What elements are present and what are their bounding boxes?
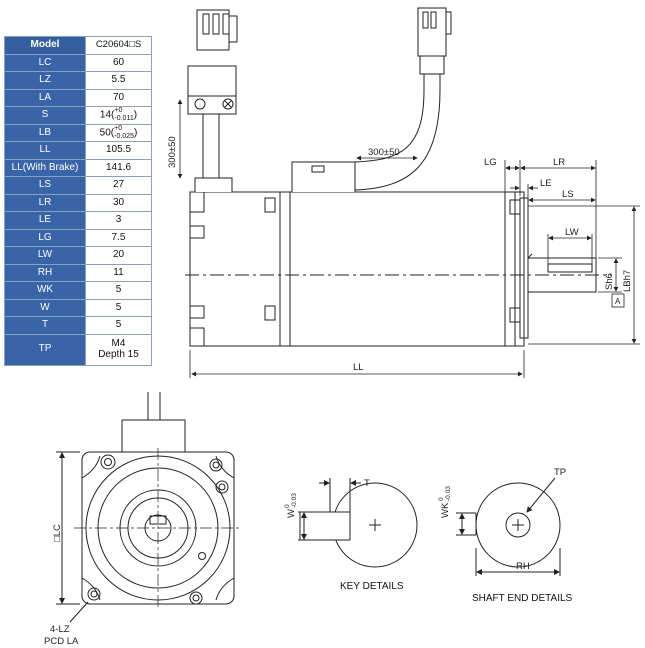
dim-LR: LR — [553, 157, 565, 168]
side-view-labels: LL 300±50 300±50 LG LR LE LS LW Sh6 LBh7… — [167, 136, 633, 373]
row-label: LW — [4, 246, 86, 265]
row-value-line1: M4 — [111, 338, 126, 349]
dim-LC: □LC — [52, 524, 63, 542]
key-dim-W: W 0 -0.03 — [284, 493, 298, 518]
tol-lower: -0.025 — [114, 132, 134, 140]
row-label: RH — [4, 263, 86, 282]
front-view — [56, 392, 242, 623]
shaft-WK-label: WK — [440, 502, 451, 518]
tol-upper: +0 — [114, 124, 123, 132]
label-PCD: PCD LA — [44, 636, 79, 647]
row-value-tolerance: 14(+0-0.011) — [85, 106, 152, 125]
key-dim-T: T — [364, 478, 370, 489]
row-label: LS — [4, 176, 86, 195]
table-row: S 14(+0-0.011) — [4, 106, 152, 125]
power-connector — [187, 9, 238, 178]
shaft-dim-TP: TP — [554, 467, 566, 478]
shaft-WK-tol-top: 0 — [438, 497, 445, 501]
row-label: S — [4, 106, 86, 125]
caption-shaft-end-details: SHAFT END DETAILS — [472, 593, 573, 604]
row-label: LZ — [4, 71, 86, 90]
row-value: 11 — [85, 263, 152, 282]
dim-LBh7: LBh7 — [622, 270, 633, 292]
row-label: LA — [4, 88, 86, 107]
side-view — [185, 7, 612, 347]
key-W-tol-top: 0 — [284, 504, 291, 508]
shaft-dim-WK: WK 0 -0.03 — [438, 486, 452, 518]
label-4-LZ: 4-LZ — [50, 624, 70, 635]
key-details-labels: T W 0 -0.03 KEY DETAILS — [284, 478, 404, 592]
datum-A: A — [615, 297, 621, 306]
key-details-view — [298, 478, 418, 568]
row-value: 20 — [85, 246, 152, 265]
row-value: 50 — [99, 127, 111, 139]
dim-LL: LL — [353, 362, 364, 373]
key-W-label: W — [286, 509, 297, 518]
row-label: LE — [4, 211, 86, 230]
dim-LW: LW — [565, 227, 579, 238]
table-header-model: C20604□S — [85, 36, 152, 55]
row-value: 141.6 — [85, 158, 152, 177]
row-value: 7.5 — [85, 228, 152, 247]
row-label: TP — [4, 333, 86, 366]
front-view-labels: □LC 4-LZ PCD LA — [44, 524, 79, 647]
dim-LG: LG — [484, 157, 497, 168]
row-value-tolerance: 50(+0-0.025) — [85, 123, 152, 142]
tolerance: +0-0.025 — [114, 125, 134, 141]
row-value: 27 — [85, 176, 152, 195]
row-value-line2: Depth 15 — [98, 348, 139, 360]
dim-cable-vertical: 300±50 — [167, 136, 178, 168]
dim-cable-horizontal: 300±50 — [368, 147, 400, 158]
tolerance: +0-0.011 — [114, 107, 133, 123]
table-header-label: Model — [4, 36, 86, 55]
dim-Sh6: Sh6 — [604, 273, 615, 290]
shaft-dim-RH: RH — [516, 561, 530, 572]
encoder-connector — [354, 7, 452, 191]
row-label: LL(With Brake) — [4, 158, 86, 177]
row-value: 70 — [85, 88, 152, 107]
shaft-end-view — [456, 477, 561, 576]
table-row: LB 50(+0-0.025) — [4, 123, 152, 142]
row-value: 14 — [99, 109, 112, 121]
row-value: 5.5 — [85, 71, 152, 90]
row-label: LB — [4, 123, 86, 142]
dim-LE: LE — [540, 178, 552, 189]
dim-LS: LS — [562, 189, 574, 200]
shaft-WK-tol-bottom: -0.03 — [445, 486, 452, 501]
tol-lower: -0.011 — [114, 115, 134, 123]
row-value: 3 — [85, 211, 152, 230]
row-value: 5 — [85, 298, 152, 317]
key-W-tol-bottom: -0.03 — [291, 493, 298, 508]
row-label: W — [4, 298, 86, 317]
table-header-row: Model C20604□S — [4, 36, 152, 55]
tol-upper: +0 — [114, 107, 123, 115]
shaft-end-labels: TP RH WK 0 -0.03 SHAFT END DETAILS — [438, 467, 573, 604]
side-view-dimensions — [177, 99, 640, 378]
row-value: 5 — [85, 281, 152, 300]
caption-key-details: KEY DETAILS — [340, 581, 404, 592]
table-row: LL(With Brake)141.6 — [4, 158, 152, 177]
row-label: LL — [4, 141, 86, 160]
